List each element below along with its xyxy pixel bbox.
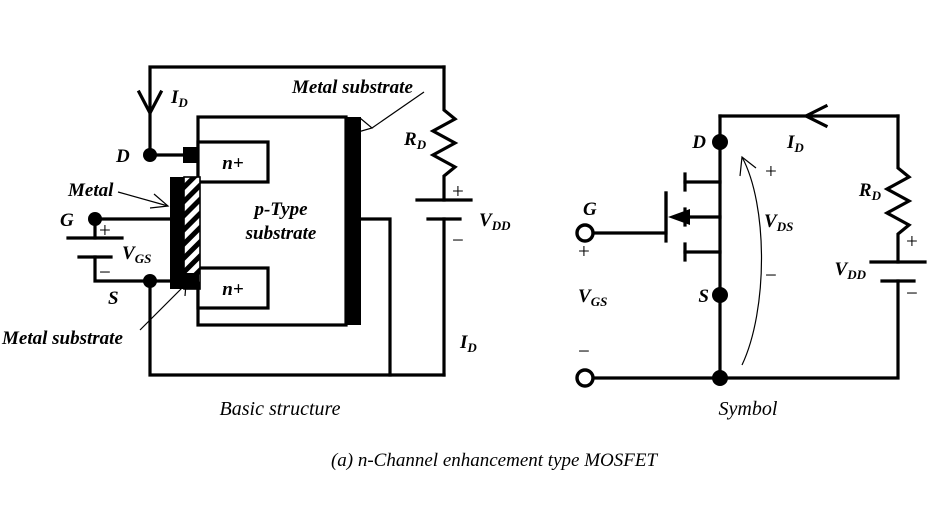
vdd-minus-sign: − (906, 281, 918, 305)
gate-open-terminal[interactable] (575, 223, 595, 243)
drain-node-dot (143, 148, 157, 162)
label-vds: VDS (764, 211, 793, 234)
metal-substrate-bar (346, 117, 361, 325)
callout-arrowhead-metal (149, 193, 170, 209)
vdd-return-wire (718, 279, 900, 380)
label-source-terminal: S (698, 286, 709, 307)
label-drain-current: ID (170, 87, 188, 110)
gate-oxide-hatch (183, 176, 201, 290)
vgs-minus-sign: − (99, 260, 111, 284)
source-bottom-return-wire (148, 279, 446, 377)
vds-arc (741, 156, 763, 366)
body-arrow-head (668, 209, 690, 225)
label-gate-terminal: G (583, 199, 597, 220)
basic-structure-title: Basic structure (220, 398, 341, 420)
drain-current-arrow (802, 103, 829, 129)
drain-top-loop-wire (148, 65, 446, 157)
label-vdd: VDD (835, 259, 867, 282)
callout-arrowhead-metal-substrate-bottom (174, 283, 187, 297)
callout-metal-substrate-top: Metal substrate (291, 77, 413, 98)
callout-metal-substrate-bottom: Metal substrate (1, 328, 123, 349)
label-vgs: VGS (122, 243, 151, 266)
callout-metal: Metal (67, 180, 114, 201)
drain-current-arrow (136, 89, 164, 117)
label-substrate-line2: substrate (245, 223, 317, 244)
vds-plus-sign: + (765, 159, 777, 183)
vgs-plus-sign: + (578, 239, 590, 263)
label-loop-current: ID (459, 332, 477, 355)
basic-structure-panel: D G S ID VGS VDD RD ID n+ n+ p-Type subs… (1, 65, 511, 420)
label-drain-terminal: D (691, 132, 706, 153)
source-open-terminal[interactable] (575, 368, 595, 388)
callout-line-metal (117, 191, 169, 207)
source-node-dot (143, 274, 157, 288)
label-gate-terminal: G (60, 210, 74, 231)
drain-contact-pad (183, 147, 199, 163)
label-drain-terminal: D (115, 146, 130, 167)
label-n-plus-top: n+ (222, 153, 243, 174)
label-substrate-line1: p-Type (252, 199, 308, 220)
vgs-minus-sign: − (578, 339, 590, 363)
callout-arrowhead-metal-substrate-top (357, 117, 374, 133)
vdd-minus-sign: − (452, 228, 464, 252)
figure-caption: (a) n-Channel enhancement type MOSFET (331, 450, 659, 471)
source-node-dot (712, 287, 728, 303)
vgs-plus-sign: + (99, 218, 111, 242)
ground-node-dot (712, 370, 728, 386)
drain-resistor-rd (429, 65, 459, 202)
metal-substrate-connection-wire (359, 217, 392, 377)
vgs-lower-lead (93, 255, 152, 283)
label-rd: RD (858, 180, 882, 203)
label-vdd: VDD (479, 210, 511, 233)
label-drain-current: ID (786, 132, 804, 155)
gate-lead-wire (590, 191, 668, 235)
n-plus-region-top (196, 140, 270, 184)
label-rd: RD (403, 129, 427, 152)
symbol-title: Symbol (719, 398, 778, 420)
drain-node-dot (712, 134, 728, 150)
vdd-plus-sign: + (452, 179, 464, 203)
label-n-plus-bottom: n+ (222, 279, 243, 300)
label-vgs: VGS (578, 286, 607, 309)
callout-line-metal-substrate-bottom (139, 283, 187, 331)
source-contact-pad (183, 273, 199, 289)
callout-line-metal-substrate-top (371, 91, 425, 129)
vdd-plus-sign: + (906, 229, 918, 253)
vds-arc-arrowhead (739, 155, 757, 177)
symbol-panel: D S G ID VDS VGS VDD RD + − + − + − Symb… (575, 103, 927, 420)
drain-resistor-rd (883, 114, 913, 264)
gate-node-dot (88, 212, 102, 226)
vds-minus-sign: − (765, 263, 777, 287)
gate-metal-bar (170, 177, 184, 289)
label-source-terminal: S (108, 288, 119, 309)
